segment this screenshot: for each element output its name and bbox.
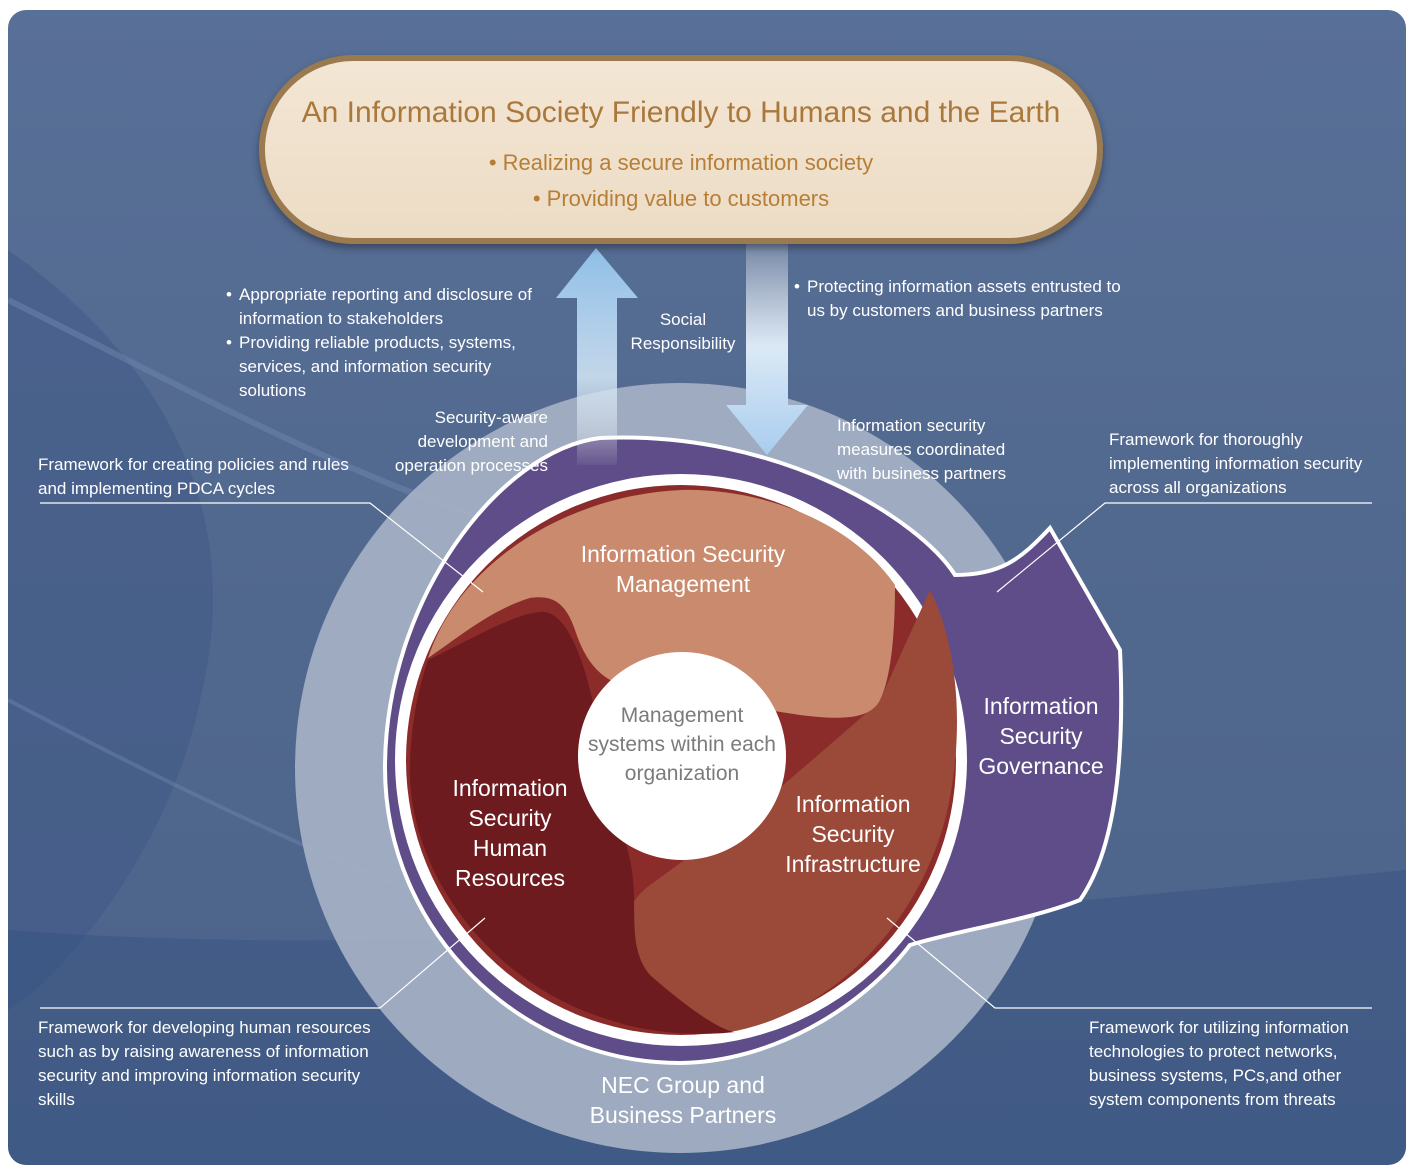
diagram-graphics [8, 240, 1406, 1165]
arrow-left-bullet: Appropriate reporting and disclosure of … [226, 283, 556, 331]
banner-bullet: • Providing value to customers [532, 186, 830, 211]
callout-line-top-right [996, 502, 1372, 593]
callout-top-right: Framework for thoroughly implementing in… [1109, 430, 1363, 497]
callout-top-left: Framework for creating policies and rule… [38, 455, 349, 498]
background-wave [8, 250, 214, 1010]
arrow-left-bullet: Providing reliable products, systems, se… [226, 331, 556, 403]
banner-title: An Information Society Friendly to Human… [301, 96, 1061, 129]
center-label: Management systems within each organizat… [588, 704, 776, 785]
callout-line-bottom-left [40, 917, 486, 1009]
governance-label: Information Security Governance [978, 693, 1104, 779]
human-resources-label: Information Security Human Resources [452, 775, 568, 891]
arrow-right-bullet: Protecting information assets entrusted … [794, 275, 1124, 323]
diagram-panel: An Information Society Friendly to Human… [8, 10, 1406, 1165]
arrow-up [556, 248, 638, 465]
infrastructure-label: Information Security Infrastructure [785, 791, 921, 877]
ring-note-right: Information security measures coordinate… [837, 416, 1007, 483]
callout-line-top-left [40, 502, 484, 593]
arrow-down [726, 240, 808, 455]
management-segment [428, 489, 895, 718]
social-responsibility-label: Social Responsibility [630, 310, 736, 353]
ring-note-left: Security-aware development and operation… [394, 408, 548, 475]
infrastructure-segment [623, 590, 957, 1032]
outer-circle-label: NEC Group and Business Partners [589, 1072, 777, 1128]
goal-banner: An Information Society Friendly to Human… [259, 55, 1103, 244]
callout-bottom-left: Framework for developing human resources… [38, 1018, 371, 1109]
banner-bullet: • Realizing a secure information society [488, 150, 874, 175]
callout-line-bottom-right [886, 917, 1372, 1009]
arrow-right-notes: Protecting information assets entrusted … [794, 275, 1124, 323]
center-circle [578, 652, 786, 860]
callout-bottom-right: Framework for utilizing information tech… [1089, 1018, 1349, 1109]
arrow-left-notes: Appropriate reporting and disclosure of … [226, 283, 556, 403]
management-label: Information Security Management [580, 541, 786, 597]
human-resources-segment [409, 611, 735, 1034]
